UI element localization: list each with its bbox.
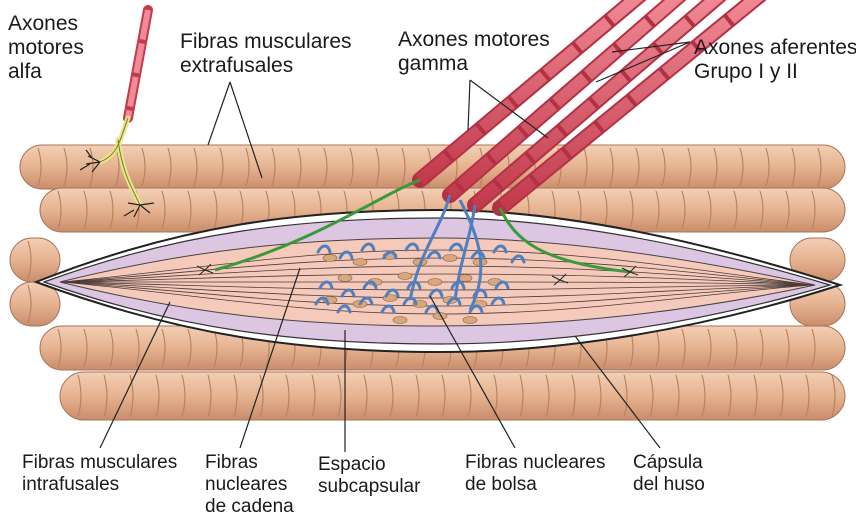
label-intrafusal-fibers: Fibras musculares intrafusales xyxy=(22,452,177,496)
nucleus xyxy=(463,317,477,324)
nucleus xyxy=(428,279,442,286)
label-alpha-motor-axons: Axones motores alfa xyxy=(8,12,84,84)
nucleus xyxy=(353,259,367,266)
nucleus xyxy=(323,255,337,262)
label-gamma-motor-axons: Axones motores gamma xyxy=(398,28,550,76)
label-extrafusal-fibers: Fibras musculares extrafusales xyxy=(180,30,352,78)
label-subcapsular-space: Espacio subcapsular xyxy=(318,454,420,498)
nucleus xyxy=(393,317,407,324)
label-afferent-axons: Axones aferentes Grupo I y II xyxy=(694,36,856,84)
label-spindle-capsule: Cápsula del huso xyxy=(633,452,705,496)
label-nuclear-chain-fibers: Fibras nucleares de cadena xyxy=(205,452,294,518)
label-nuclear-bag-fibers: Fibras nucleares de bolsa xyxy=(465,452,605,496)
nucleus xyxy=(398,273,412,280)
extrafusal-fiber-row xyxy=(60,372,845,420)
nucleus xyxy=(338,275,352,282)
nucleus xyxy=(443,255,457,262)
